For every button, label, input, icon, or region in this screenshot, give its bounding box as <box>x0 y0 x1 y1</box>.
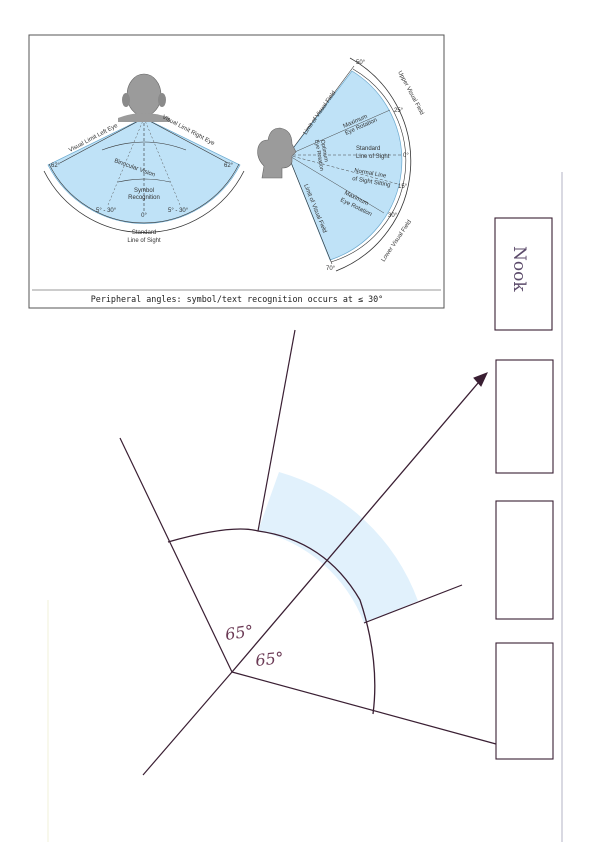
label-angle-50: 50° <box>356 60 366 66</box>
label-box-1-text: Nook <box>509 246 529 292</box>
label-angle-0: 0° <box>403 153 409 159</box>
label-angle-right-62: 62° <box>224 163 234 169</box>
limit-lower-line <box>287 154 333 265</box>
label-optimum-rotation-1: Optimum <box>319 139 329 162</box>
label-box-4-frame <box>495 642 554 760</box>
label-angle-25: 25° <box>394 108 404 114</box>
top-view-outer-arc <box>43 170 245 233</box>
ray-lower-left <box>142 671 233 776</box>
label-angle-70: 70° <box>326 266 336 272</box>
symbol-recognition-arc <box>117 178 171 183</box>
line-of-sight-arrow <box>231 375 485 673</box>
ray-lower-right <box>231 671 497 745</box>
ray-upper <box>257 329 296 532</box>
label-range-left: 5° - 30° <box>96 208 117 214</box>
label-angle-30: 30° <box>388 213 398 219</box>
label-standard-sight-1: Standard <box>356 146 380 152</box>
angle-label-upper: 65° <box>224 621 255 644</box>
angle-label-lower: 65° <box>254 648 284 670</box>
label-angle-15: 15° <box>398 184 408 190</box>
label-range-right: 5° - 30° <box>168 208 189 214</box>
label-angle-left-62: 62° <box>51 163 61 169</box>
label-standard-sight-2: Line of Sight <box>356 154 390 160</box>
head-profile-icon <box>257 127 297 179</box>
label-standard-line2: Line of Sight <box>127 238 161 244</box>
label-box-2-frame <box>495 359 554 474</box>
binocular-vision-arc <box>101 141 187 151</box>
max-rotation-lower-line <box>287 154 385 214</box>
reference-figure: Peripheral angles: symbol/text recogniti… <box>28 34 445 309</box>
label-standard-line1: Standard <box>132 230 156 236</box>
vertical-field-fan <box>287 70 403 261</box>
label-angle-center-0: 0° <box>141 213 147 219</box>
max-rotation-upper-line <box>287 109 391 156</box>
ray-upper-left <box>119 437 233 673</box>
label-box-3-frame <box>495 500 554 620</box>
arrowhead-icon <box>473 372 488 387</box>
field-arc <box>167 528 376 715</box>
limit-upper-line <box>287 65 355 156</box>
right-ear-icon <box>158 93 166 107</box>
sitting-sight-line <box>287 154 399 185</box>
figure-caption: Peripheral angles: symbol/text recogniti… <box>91 294 383 304</box>
top-view-inner-arc <box>48 163 240 224</box>
label-sitting-sight-1: Normal Line <box>354 168 388 180</box>
label-box-1[interactable]: Nook <box>494 217 553 331</box>
label-symbol-line1: Symbol <box>134 188 154 194</box>
label-box-2[interactable] <box>495 359 554 474</box>
label-optimum-rotation-2: Eye Rotation <box>313 139 324 171</box>
shoulders-icon <box>118 113 170 122</box>
side-view-inner-arc <box>330 68 407 263</box>
label-box-1-frame <box>494 217 553 331</box>
visual-limit-right-line <box>143 117 229 164</box>
visual-limit-left-line <box>59 117 145 164</box>
side-view-outer-arc <box>335 57 412 272</box>
label-box-3[interactable] <box>495 500 554 620</box>
head-top-view-icon <box>126 73 162 117</box>
hand-sketch: 65° 65° Nook <box>47 172 563 842</box>
left-ear-icon <box>122 93 130 107</box>
label-symbol-line2: Recognition <box>128 195 160 201</box>
label-box-4[interactable] <box>495 642 554 760</box>
ray-right <box>363 584 463 624</box>
